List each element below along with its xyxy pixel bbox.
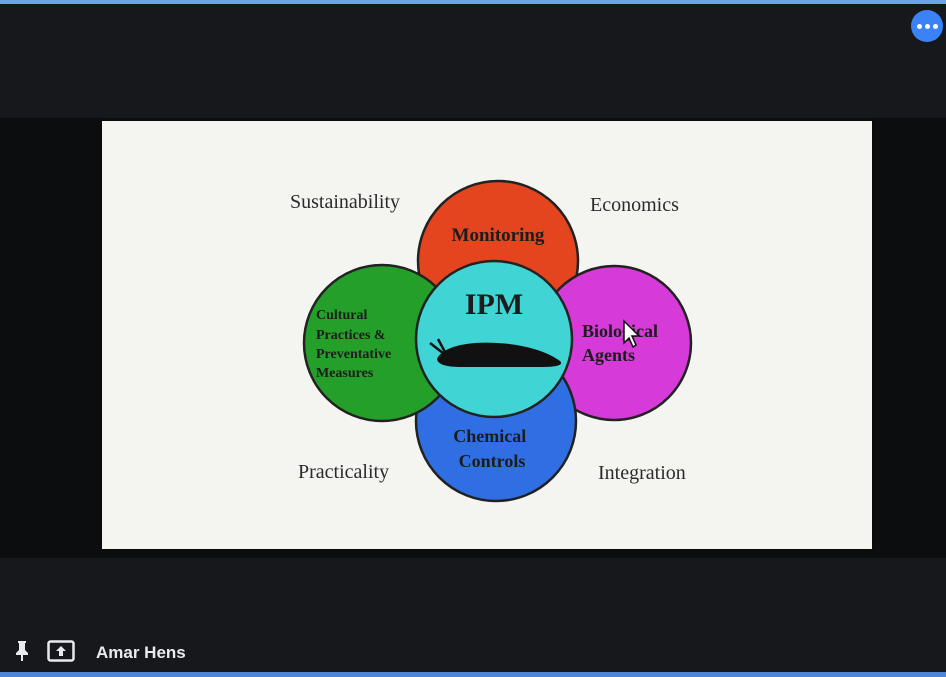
label-practicality: Practicality [298, 461, 390, 483]
presentation-slide: Monitoring Biological Agents Chemical Co… [102, 121, 872, 549]
mouse-pointer-icon [623, 319, 641, 349]
label-integration: Integration [598, 462, 686, 484]
window-top-border [0, 0, 946, 4]
participant-name: Amar Hens [96, 643, 186, 662]
petal-top-label: Monitoring [452, 225, 545, 246]
window-bottom-border [0, 672, 946, 677]
more-options-button[interactable] [911, 10, 943, 42]
petal-left-label: Cultural Practices & Preventative Measur… [316, 308, 395, 381]
more-options-icon [916, 23, 922, 29]
pin-icon[interactable] [12, 640, 32, 662]
center-title: IPM [465, 288, 523, 321]
slug-icon [429, 338, 562, 367]
petal-bottom-label: Chemical Controls [453, 426, 530, 471]
participant-bar: Amar Hens [0, 630, 946, 672]
label-economics: Economics [590, 194, 679, 216]
label-sustainability: Sustainability [290, 191, 400, 213]
ipm-diagram: Monitoring Biological Agents Chemical Co… [302, 179, 693, 503]
present-screen-icon[interactable] [47, 640, 75, 662]
center-circle [414, 259, 574, 419]
